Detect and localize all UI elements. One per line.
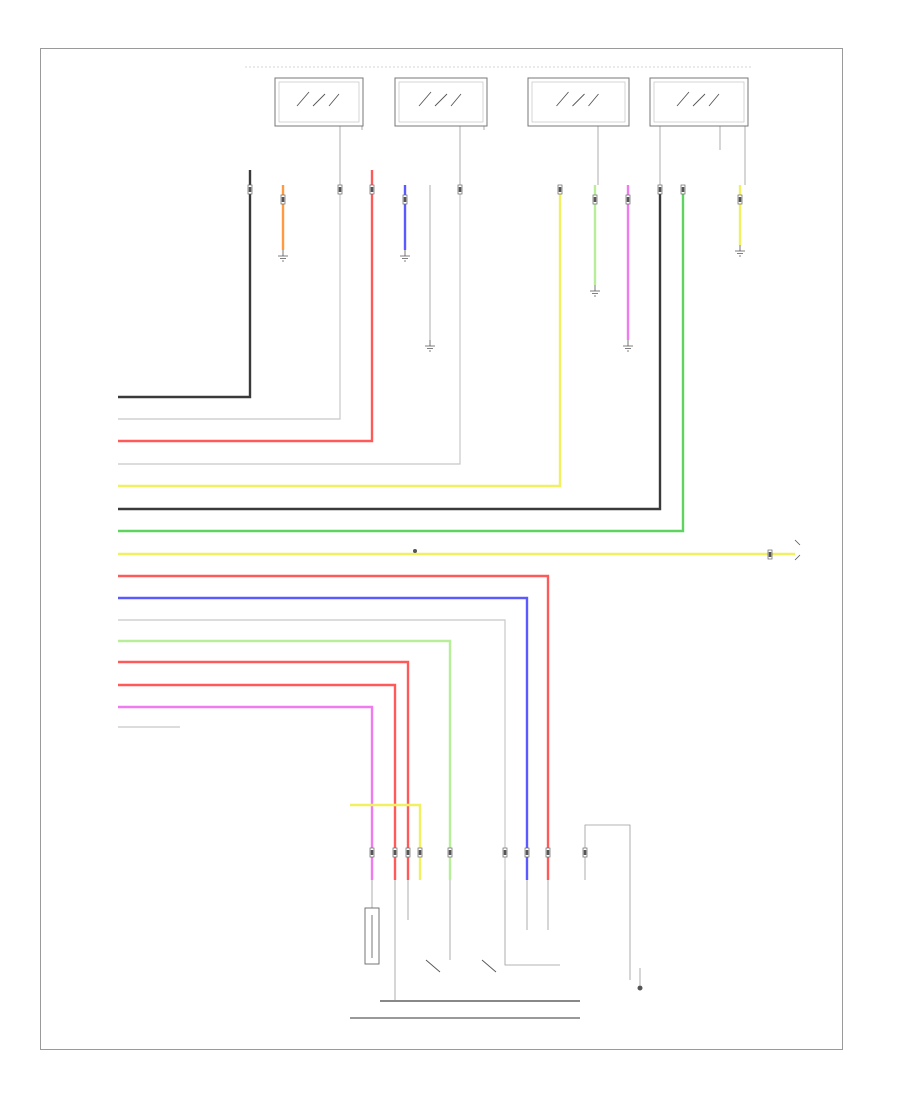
harness-wire-6: [118, 185, 662, 511]
bottom-bus-bar: [380, 1000, 580, 1002]
switch-contact-4: [676, 91, 720, 107]
harness-wire-3: [118, 170, 374, 443]
harness-wire-7: [118, 185, 685, 533]
bottom-switch-contacts: [425, 959, 497, 973]
ground-symbol-3: [590, 285, 600, 297]
wires-layer: [118, 95, 795, 1000]
ground-symbol-4: [623, 340, 633, 352]
harness-wire-14: [118, 683, 397, 880]
ground-symbol-extra: [425, 340, 435, 352]
harness-wire-13: [118, 660, 410, 880]
bottom-lead-4: [504, 880, 560, 966]
switch-box-4: [649, 77, 749, 127]
harness-wire-12: [118, 639, 452, 880]
diagram-frame: [40, 48, 843, 1050]
harness-wire-10: [118, 596, 529, 880]
switch-box-1: [274, 77, 364, 127]
yellow-branch-wire: [350, 803, 422, 880]
harness-wire-9: [118, 574, 550, 880]
ground-symbol-2: [400, 250, 410, 262]
ground-symbol-1: [278, 250, 288, 262]
switch-contact-2: [418, 91, 462, 107]
harness-wire-5: [118, 185, 562, 488]
harness-wire-4: [118, 185, 461, 465]
harness-wire-11: [118, 619, 506, 880]
switch-contact-3: [556, 91, 599, 107]
switch-contact-1: [296, 91, 340, 107]
bottom-base-line: [350, 1017, 580, 1019]
splice-point: [413, 549, 417, 553]
harness-wire-15: [118, 705, 374, 880]
switch-box-2: [394, 77, 488, 127]
bottom-lead-7: [584, 824, 631, 980]
components-layer: [245, 66, 801, 1019]
bottom-ground-point: [637, 985, 643, 991]
harness-wire-2: [118, 185, 341, 420]
right-connector-symbol: [794, 539, 801, 561]
harness-wire-1: [118, 170, 252, 399]
ground-symbol-5: [735, 245, 745, 257]
switch-box-3: [527, 77, 630, 127]
